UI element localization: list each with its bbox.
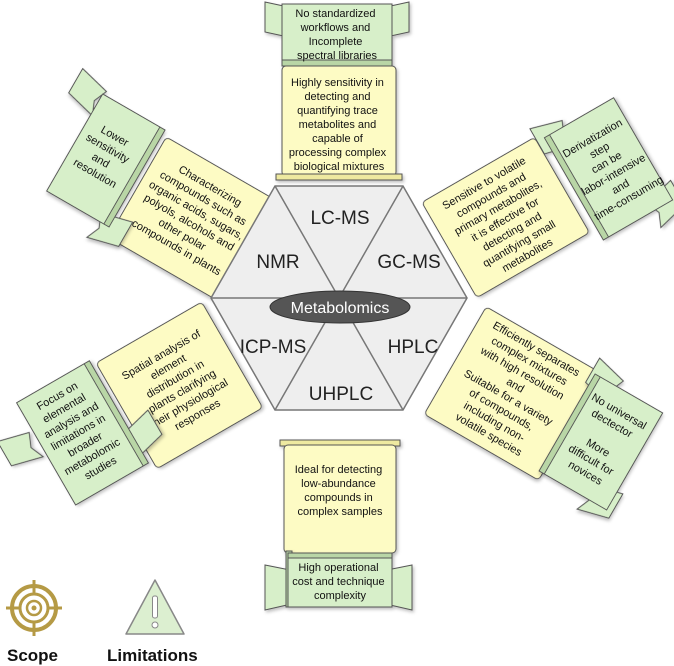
legend-scope-label: Scope: [7, 646, 59, 665]
gcms-limitation-scroll: [529, 97, 674, 241]
lcms-limitation-text: No standardized workflows and Incomplete…: [295, 8, 378, 62]
text-line: compounds in: [304, 492, 373, 504]
text-line: processing complex: [289, 147, 387, 159]
nmr-limitation-scroll: [46, 67, 166, 247]
technique-label-lcms: LC-MS: [310, 208, 369, 229]
lcms-scope-text: Highly sensitivity in detecting and quan…: [289, 77, 389, 173]
uhplc-limitation-scroll: [264, 550, 413, 611]
icpms-limitation-scroll: [0, 360, 163, 506]
center-label: Metabolomics: [291, 300, 390, 317]
text-line: Incomplete: [309, 36, 363, 48]
hplc-limitation-scroll: [538, 357, 664, 519]
legend-limitations-label: Limitations: [107, 646, 198, 665]
text-line: complexity: [314, 590, 366, 602]
icpms-scroll-group: Spatial analysis of element distribution…: [0, 303, 262, 506]
technique-label-icpms: ICP-MS: [240, 337, 307, 358]
text-line: detecting and: [304, 91, 370, 103]
text-line: cost and technique: [292, 576, 384, 588]
text-line: Ideal for detecting: [295, 464, 382, 476]
text-line: workflows and: [300, 22, 371, 34]
text-line: complex samples: [298, 506, 383, 518]
technique-label-uhplc: UHPLC: [309, 384, 373, 405]
text-line: biological mixtures: [294, 161, 385, 173]
text-line: metabolites and: [299, 119, 377, 131]
technique-label-nmr: NMR: [256, 252, 299, 273]
technique-label-gcms: GC-MS: [377, 252, 440, 273]
text-line: High operational: [298, 562, 378, 574]
lcms-scroll-group: No standardized workflows and Incomplete…: [264, 1, 410, 181]
text-line: quantifying trace: [297, 105, 378, 117]
text-line: No standardized: [295, 8, 375, 20]
hplc-scroll-group: Efficiently separates complex mixtures w…: [425, 307, 664, 519]
center-oval: Metabolomics: [269, 290, 411, 324]
text-line: Highly sensitivity in: [291, 77, 384, 89]
text-line: capable of: [312, 133, 364, 145]
warning-triangle-icon: [125, 579, 185, 635]
target-crosshair-icon: [6, 580, 62, 636]
text-line: spectral libraries: [297, 50, 378, 62]
uhplc-scroll-group: Ideal for detecting low-abundance compou…: [264, 439, 413, 611]
text-line: low-abundance: [301, 478, 376, 490]
gcms-scope-scroll: [422, 138, 589, 297]
lcms-scope-scroll: [275, 65, 403, 181]
gcms-scroll-group: Sensitive to volatile compounds and prim…: [422, 97, 674, 297]
uhplc-limitation-text: High operational cost and technique comp…: [292, 562, 387, 602]
uhplc-scope-text: Ideal for detecting low-abundance compou…: [295, 464, 386, 518]
technique-label-hplc: HPLC: [388, 337, 439, 358]
